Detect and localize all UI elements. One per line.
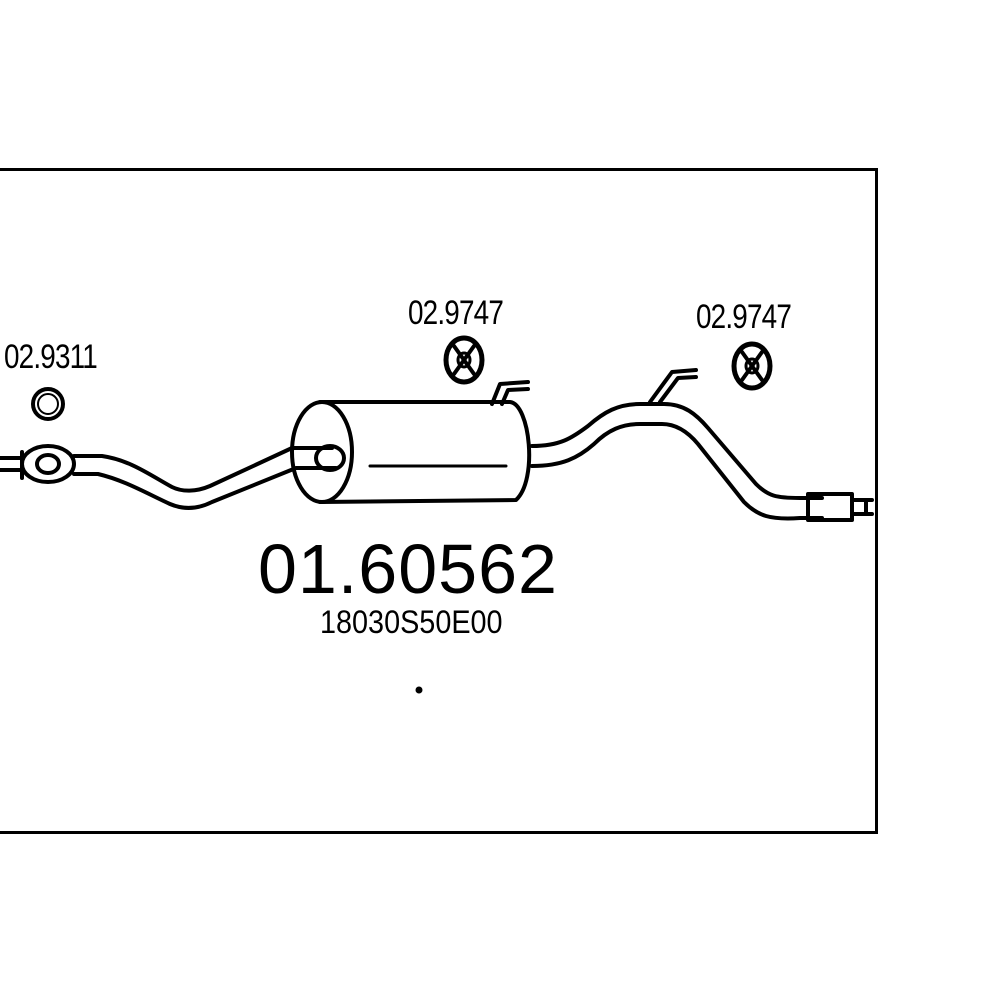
rubber-hanger-icon [443, 335, 485, 385]
tail-tip [806, 492, 874, 522]
outlet-pipe [530, 368, 824, 521]
part-number: 01.60562 [258, 530, 558, 608]
drawing-frame [0, 168, 878, 834]
accessory-label-hanger-2: 02.9747 [696, 298, 792, 336]
rubber-hanger-icon [731, 341, 773, 391]
marker-dot [415, 686, 423, 694]
front-flange [0, 444, 76, 484]
gasket-ring-icon [31, 387, 65, 421]
accessory-label-gasket: 02.9311 [4, 338, 98, 376]
inlet-pipe [72, 446, 338, 510]
accessory-label-hanger-1: 02.9747 [408, 294, 504, 332]
oem-number: 18030S50E00 [320, 604, 503, 640]
muffler [290, 380, 532, 504]
